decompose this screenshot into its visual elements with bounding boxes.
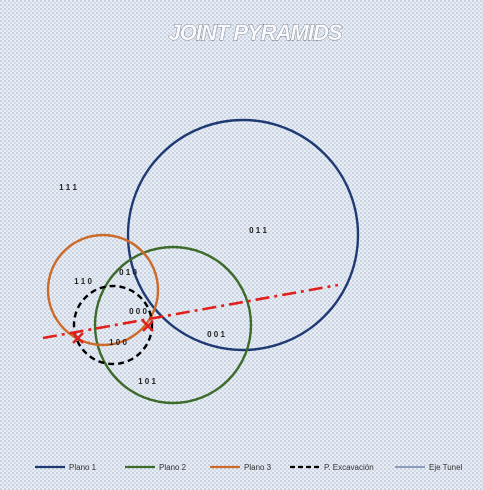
circle-plano-1 — [126, 118, 360, 352]
chart-title: JOINT PYRAMIDS — [168, 20, 342, 45]
zone-label-001: 0 0 1 — [207, 330, 225, 339]
circle-plano-2 — [93, 245, 253, 405]
zone-label-011: 0 1 1 — [249, 226, 267, 235]
zone-label-111: 1 1 1 — [59, 183, 77, 192]
legend-label-plano-3: Plano 3 — [244, 463, 272, 472]
tunnel-axis — [42, 283, 339, 340]
intersection-marker-2 — [142, 320, 154, 332]
legend-label-plano-2: Plano 2 — [159, 463, 187, 472]
zone-label-101: 1 0 1 — [138, 377, 156, 386]
zone-label-100: 1 0 0 — [109, 338, 127, 347]
plane-circles — [46, 118, 360, 405]
legend-label-plano-1: Plano 1 — [69, 463, 97, 472]
circle-plano-3 — [46, 233, 160, 347]
legend-item-eje-tunel: Eje Tunel — [395, 463, 463, 472]
zone-label-110: 1 1 0 — [74, 277, 92, 286]
legend: Plano 1 Plano 2 Plano 3 P. Excavación Eje Tu… — [35, 463, 463, 472]
legend-label-eje-tunel: Eje Tunel — [429, 463, 463, 472]
zone-label-010: 0 1 0 — [119, 268, 137, 277]
legend-item-plano-3: Plano 3 — [210, 463, 272, 472]
intersection-marker-1 — [72, 332, 84, 344]
legend-label-p-excavacion: P. Excavación — [324, 463, 374, 472]
axis-line-eje-tunel — [42, 283, 339, 340]
zone-labels: 1 1 1 0 1 1 0 1 0 1 1 0 0 0 0 0 0 1 1 0 0 1 0 1 — [59, 183, 267, 386]
circle-p-excavacion — [72, 284, 154, 366]
intersection-markers — [72, 320, 154, 344]
zone-label-000: 0 0 0 — [129, 307, 147, 316]
legend-item-plano-2: Plano 2 — [125, 463, 187, 472]
legend-item-plano-1: Plano 1 — [35, 463, 97, 472]
legend-item-p-excavacion: P. Excavación — [290, 463, 374, 472]
